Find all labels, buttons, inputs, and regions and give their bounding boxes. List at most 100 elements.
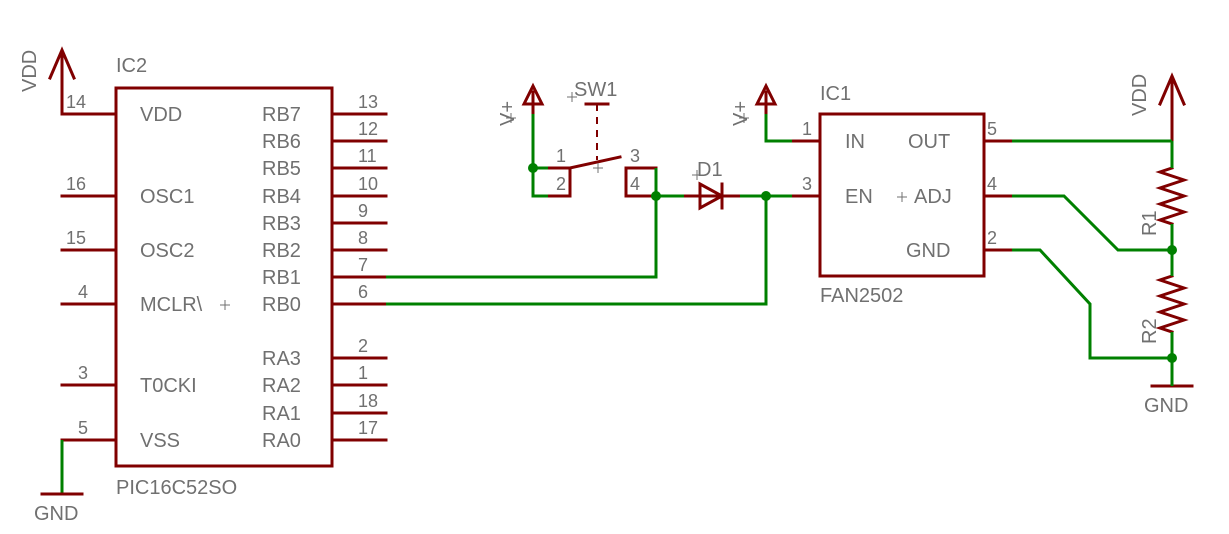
sw1-pin-num: 2 — [556, 174, 566, 194]
net-rb0 — [386, 196, 768, 306]
gnd-left-label: GND — [34, 503, 78, 525]
vdd-right-arrow — [1158, 72, 1186, 106]
ic2-pin-num: 2 — [358, 336, 368, 356]
gnd-supply-left[interactable]: GND — [34, 440, 84, 525]
ic2-pin-name: RB5 — [262, 158, 301, 180]
ic1-pin-name: ADJ — [914, 186, 952, 208]
ic1-pin-name: GND — [906, 240, 950, 262]
ic2-pin-name: OSC2 — [140, 240, 194, 262]
ic2-pin-num: 17 — [358, 418, 378, 438]
ic2-name: IC2 — [116, 55, 147, 77]
ic2-pin-num: 3 — [78, 363, 88, 383]
r2-name: R2 — [1139, 318, 1161, 344]
ic2-pin-num: 1 — [358, 363, 368, 383]
ic2-pin-num: 15 — [66, 228, 86, 248]
ic2-pin-num: 4 — [78, 282, 88, 302]
junction-dot — [1167, 353, 1177, 363]
net-adj — [1012, 194, 1172, 252]
vplus-supply-sw[interactable]: V+ — [497, 82, 545, 126]
ic2-pin-name: VSS — [140, 430, 180, 452]
vdd-right-label: VDD — [1129, 74, 1151, 116]
net-sw-pin2 — [531, 168, 548, 198]
origin-marks — [506, 92, 749, 180]
ic1-pin-name: OUT — [908, 131, 950, 153]
sw1-lever — [568, 155, 622, 170]
ic2-pin-name: T0CKI — [140, 375, 197, 397]
r1-name: R1 — [1139, 210, 1161, 236]
vdd-supply-left[interactable]: VDD — [19, 46, 76, 116]
ic2-pin-name: RB3 — [262, 213, 301, 235]
junction-dot — [528, 163, 538, 173]
sw1-name: SW1 — [574, 79, 617, 101]
ic2-pin-name: RB7 — [262, 104, 301, 126]
vplus-sw-label: V+ — [497, 101, 519, 126]
sw1-pin2-line — [546, 166, 572, 198]
vplus-ic1-arrow — [754, 82, 778, 106]
r1-zigzag — [1155, 166, 1189, 226]
ic2-pin-name: RA1 — [262, 403, 301, 425]
ic2-pin-num: 7 — [358, 255, 368, 275]
d1-anode-triangle — [698, 181, 726, 211]
vdd-supply-right[interactable]: VDD — [1129, 72, 1186, 143]
ic2-pin-num: 8 — [358, 228, 368, 248]
gnd-right-label: GND — [1144, 395, 1188, 417]
ic2-pin-num: 13 — [358, 92, 378, 112]
ic2-pin-num: 5 — [78, 418, 88, 438]
ic2-pin-num: 6 — [358, 282, 368, 302]
ic2-pin-name: MCLR\ — [140, 294, 203, 316]
ic2-pin-name: RA0 — [262, 430, 301, 452]
ic2-part[interactable]: IC2 PIC16C52SO 14 16 15 4 3 5 VDD OSC1 O… — [60, 55, 388, 499]
r2-part[interactable]: R2 — [1139, 274, 1189, 344]
ic2-pin-num: 11 — [358, 146, 377, 166]
ic2-pin-num: 12 — [358, 119, 378, 139]
d1-name: D1 — [697, 159, 723, 181]
sw1-pin4-line — [624, 166, 658, 198]
ic1-pin-num: 2 — [987, 228, 997, 248]
ic2-pin-num: 14 — [66, 92, 86, 112]
ic2-pin-num: 10 — [358, 174, 378, 194]
net-vplus-sw — [531, 114, 548, 170]
r1-part[interactable]: R1 — [1139, 166, 1189, 236]
ic1-pin-num: 4 — [987, 174, 997, 194]
ic2-value: PIC16C52SO — [116, 477, 237, 499]
gnd-supply-right[interactable]: GND — [1144, 384, 1194, 417]
ic2-pin-num: 16 — [66, 174, 86, 194]
ic1-pin-name: EN — [845, 186, 873, 208]
sw1-pin-num: 1 — [556, 146, 566, 166]
ic1-pin-name: IN — [845, 131, 865, 153]
sw1-pin-num: 4 — [630, 174, 640, 194]
net-gnd — [1012, 248, 1172, 360]
ic2-pin-name: RA2 — [262, 375, 301, 397]
ic1-part[interactable]: IC1 FAN2502 1 3 5 4 2 IN EN OUT ADJ GND — [790, 83, 1014, 307]
junction-dot — [1167, 245, 1177, 255]
ic2-pin-name: OSC1 — [140, 186, 194, 208]
junction-dot — [651, 191, 661, 201]
ic1-pin-num: 1 — [802, 119, 812, 139]
sw1-pin-num: 3 — [630, 146, 640, 166]
net-rb1 — [386, 168, 658, 279]
ic2-pin-name: RA3 — [262, 348, 301, 370]
d1-part[interactable]: D1 — [682, 159, 742, 211]
ic2-pin-name: RB1 — [262, 267, 301, 289]
vplus-ic1-label: V+ — [730, 101, 752, 126]
ic1-pin-num: 3 — [802, 174, 812, 194]
r2-zigzag — [1155, 274, 1189, 334]
ic1-value: FAN2502 — [820, 285, 903, 307]
vplus-supply-ic1[interactable]: V+ — [730, 82, 778, 126]
ic2-pin-name: VDD — [140, 104, 182, 126]
ic1-name: IC1 — [820, 83, 851, 105]
ic2-pin-num: 18 — [358, 391, 378, 411]
vdd-left-arrow — [48, 46, 76, 80]
ic2-pin-num: 9 — [358, 201, 368, 221]
ic2-pin-name: RB2 — [262, 240, 301, 262]
ic1-pin-num: 5 — [987, 119, 997, 139]
ic2-pin-name: RB0 — [262, 294, 301, 316]
nets — [386, 114, 1177, 386]
net-vplus-ic1 — [764, 114, 792, 143]
vplus-sw-arrow — [521, 82, 545, 106]
ic2-pin-name: RB6 — [262, 131, 301, 153]
vdd-left-label: VDD — [19, 50, 41, 92]
sw1-part[interactable]: SW1 1 2 3 4 — [546, 79, 658, 198]
junction-dot — [761, 191, 771, 201]
